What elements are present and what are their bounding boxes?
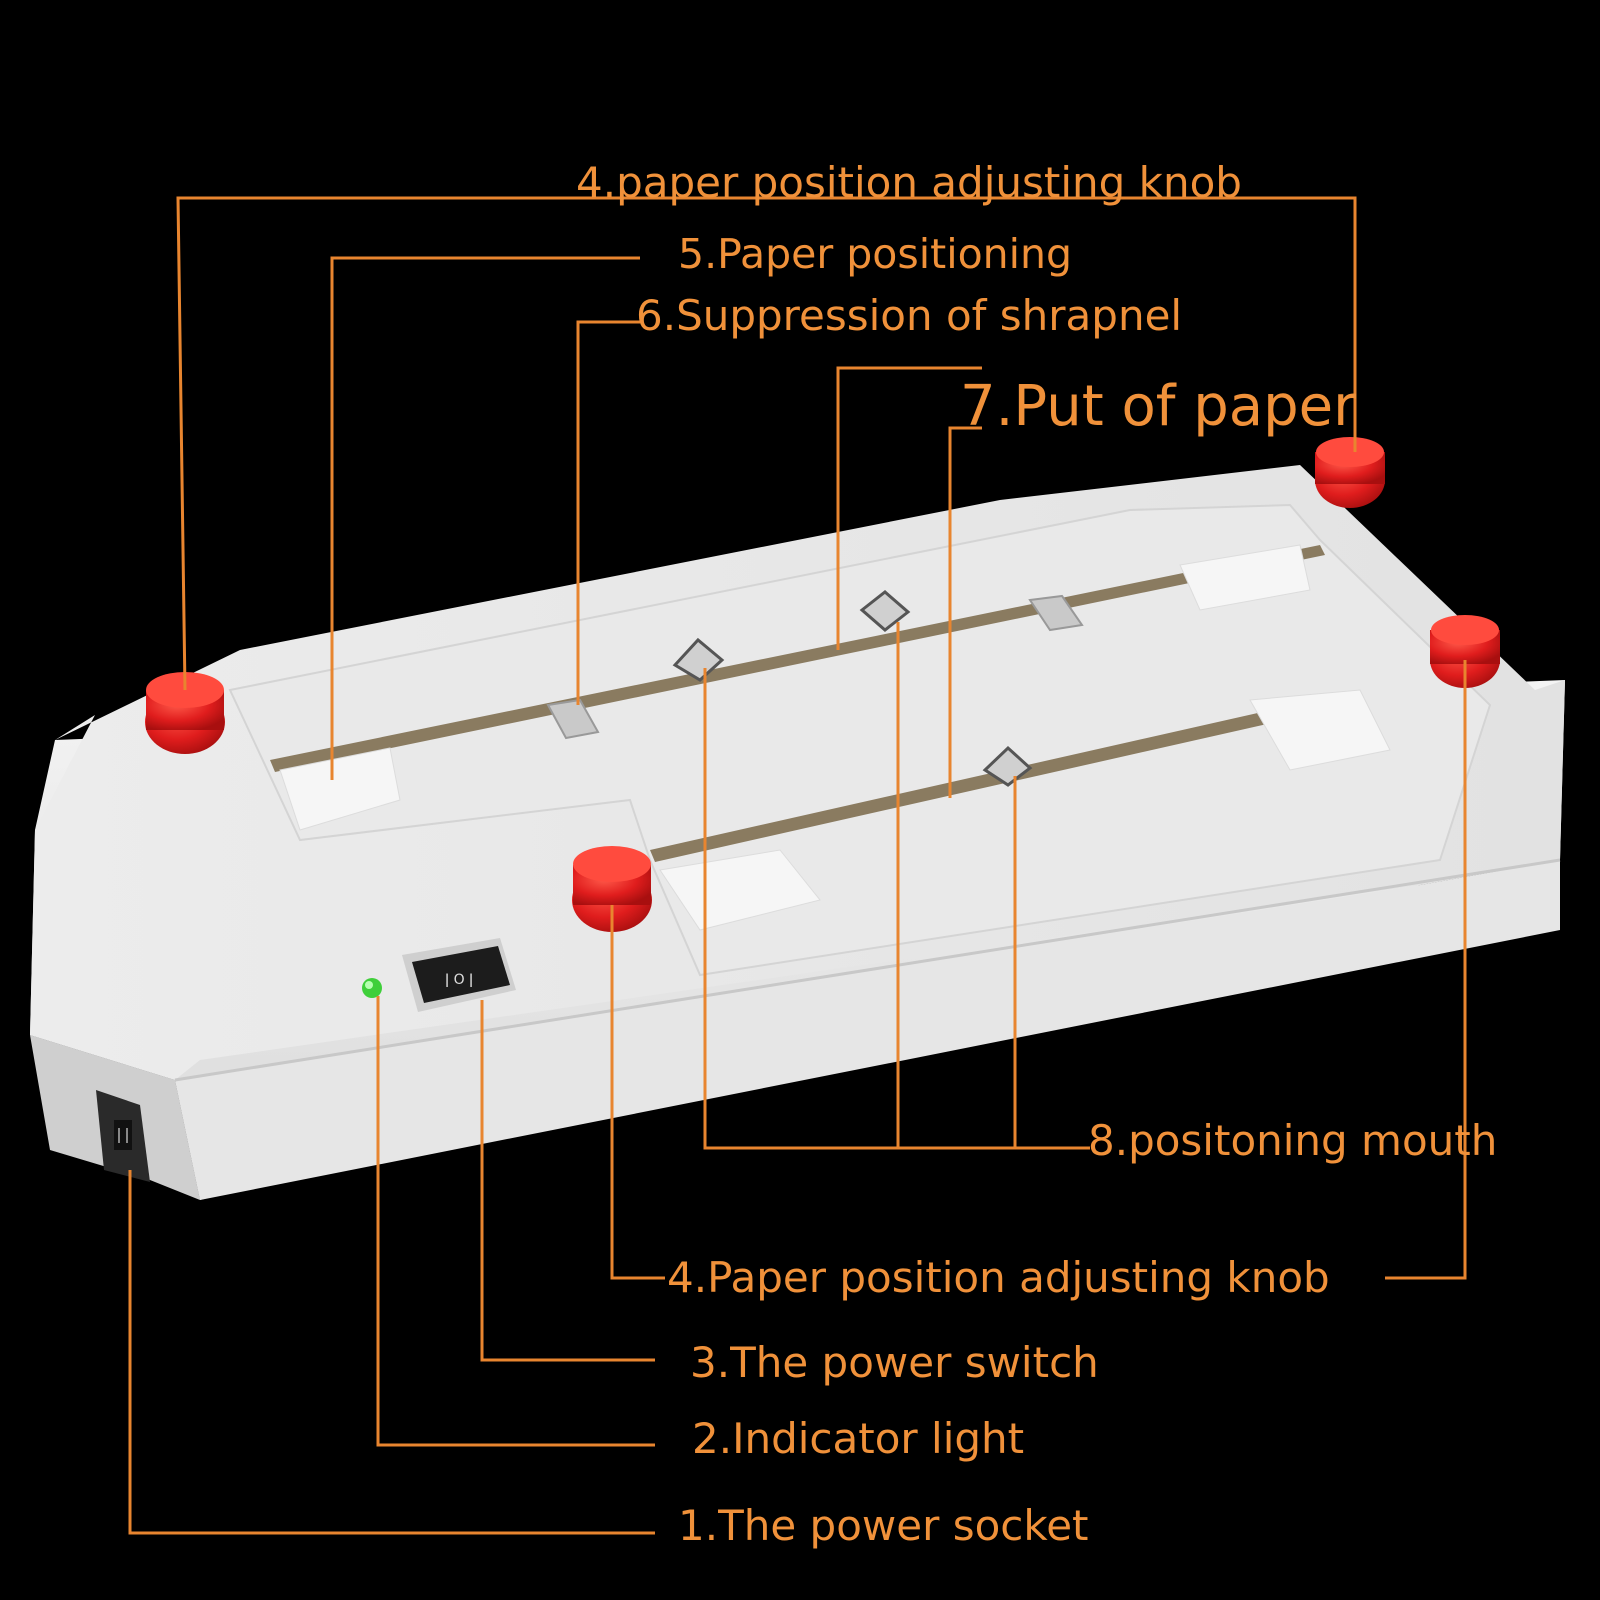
label-socket: 1.The power socket (678, 1501, 1089, 1550)
knob-front-mid[interactable] (572, 846, 652, 932)
power-switch-symbols: ǀ O ǀ (445, 972, 473, 988)
shrapnel-clips (546, 594, 1084, 740)
leader-knob-bottom-right (1385, 660, 1467, 1280)
leader-knob-top (176, 196, 1357, 691)
label-put-paper: 7.Put of paper (960, 374, 1357, 439)
power-socket[interactable] (96, 1090, 150, 1182)
label-indicator: 2.Indicator light (692, 1414, 1024, 1463)
leader-socket (128, 1170, 655, 1535)
leader-shrapnel (576, 320, 640, 705)
label-mouth: 8.positoning mouth (1088, 1116, 1497, 1165)
positioning-mouths (672, 590, 1033, 787)
power-switch[interactable]: ǀ O ǀ (402, 938, 516, 1012)
indicator-light (362, 978, 382, 998)
knob-front-left[interactable] (145, 672, 225, 754)
leader-positioning (330, 256, 640, 780)
leader-put-paper-b (948, 426, 982, 798)
leader-switch (480, 1000, 655, 1362)
leader-put-paper-a (836, 366, 982, 650)
label-shrapnel: 6.Suppression of shrapnel (636, 291, 1182, 340)
label-knob-bottom: 4.Paper position adjusting knob (667, 1253, 1330, 1302)
leader-indicator (376, 996, 655, 1447)
labels: 4.paper position adjusting knob 5.Paper … (576, 158, 1497, 1550)
knob-back-right[interactable] (1315, 437, 1385, 508)
label-knob-top: 4.paper position adjusting knob (576, 158, 1242, 207)
label-switch: 3.The power switch (690, 1338, 1099, 1387)
leader-mouth (703, 668, 1090, 1150)
label-positioning: 5.Paper positioning (678, 230, 1072, 278)
leader-lines (128, 196, 1467, 1535)
leader-knob-bottom (610, 905, 665, 1280)
